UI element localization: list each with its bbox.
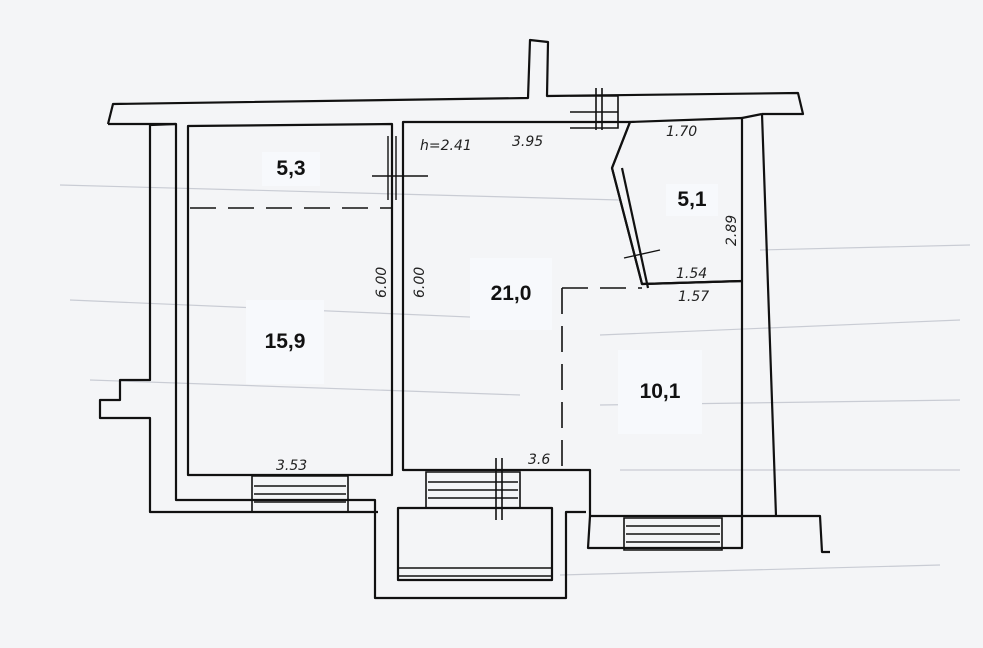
outer-left-wall <box>98 122 378 514</box>
door-ticks <box>372 136 661 259</box>
window-bottom-center <box>425 458 521 520</box>
window-top <box>570 88 619 130</box>
background-lines <box>59 184 971 576</box>
area-label-main-room: 21,0 <box>470 258 552 330</box>
area-label-right-room: 10,1 <box>618 350 702 434</box>
center-room-outline <box>401 120 744 518</box>
dashed-partitions <box>190 207 642 466</box>
right-wall-1 <box>741 112 763 120</box>
ceiling-height-label: h=2.41 <box>420 138 472 154</box>
walls <box>98 38 830 600</box>
window-bottom-left <box>251 475 349 513</box>
area-label-storage: 5,3 <box>262 152 320 186</box>
dimension-top-center: 3.95 <box>512 134 543 150</box>
dimension-top-right: 1.70 <box>666 124 697 140</box>
right-wall-2 <box>760 113 830 554</box>
left-room-outline <box>186 122 394 477</box>
area-label-corner-room: 5,1 <box>666 184 718 216</box>
dimension-bottom-left: 3.53 <box>276 458 307 474</box>
dimension-right-room-top: 1.57 <box>678 289 709 305</box>
corner-room-outline <box>610 116 744 286</box>
entry-outline <box>396 506 554 582</box>
dimension-right-room: 2.89 <box>724 215 740 246</box>
corner-room-diagonal <box>620 167 650 289</box>
window-bottom-right <box>623 517 723 551</box>
bottom-right-wall <box>586 515 744 550</box>
outer-top-wall-inner <box>108 122 586 600</box>
outer-top-wall <box>106 38 805 125</box>
windows <box>251 88 723 577</box>
dimension-bottom-center: 3.6 <box>528 452 550 468</box>
dimension-left-wall: 6.00 <box>374 267 390 298</box>
dimension-center-wall: 6.00 <box>412 267 428 298</box>
window-entry <box>398 567 552 577</box>
dimension-small-room-bottom: 1.54 <box>676 266 707 282</box>
area-label-left-room: 15,9 <box>246 300 324 384</box>
